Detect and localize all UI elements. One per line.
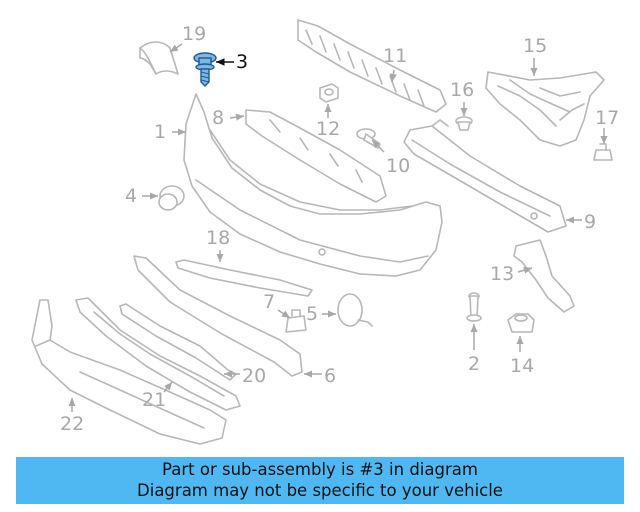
label-2: 2 (468, 353, 480, 375)
label-7: 7 (263, 291, 275, 313)
label-21: 21 (142, 389, 166, 411)
part-15-side-bracket (485, 71, 605, 147)
part-1-bumper-cover (183, 93, 443, 277)
part-14-nut-clip (507, 313, 535, 333)
label-19: 19 (182, 23, 206, 45)
label-16: 16 (450, 79, 474, 101)
label-8: 8 (212, 107, 224, 129)
label-14: 14 (510, 355, 534, 377)
callout-labels: 19 3 11 15 16 17 8 1 12 10 4 9 18 13 7 5… (60, 23, 619, 435)
label-22: 22 (60, 413, 84, 435)
part-5-tow-cover (337, 293, 373, 327)
part-19-bracket (139, 41, 179, 75)
label-13: 13 (490, 263, 514, 285)
label-6: 6 (324, 365, 336, 387)
part-18-strip (175, 259, 313, 297)
info-banner: Part or sub-assembly is #3 in diagram Di… (16, 457, 624, 504)
part-11-upper-absorber (297, 19, 447, 113)
part-12-nut (319, 83, 339, 103)
label-1: 1 (154, 121, 166, 143)
part-13-side-bracket (513, 239, 575, 313)
part-2-push-pin (466, 292, 482, 322)
part-21-lower-grille (75, 297, 241, 411)
label-5: 5 (306, 303, 318, 325)
part-7-clip (285, 309, 307, 333)
label-3: 3 (236, 51, 248, 73)
label-15: 15 (523, 35, 547, 57)
part-4-grommet (158, 185, 185, 211)
label-4: 4 (125, 185, 137, 207)
leader-lines (68, 43, 608, 412)
part-9-reinforcement-beam (403, 119, 567, 233)
label-9: 9 (584, 211, 596, 233)
parts-diagram: 19 3 11 15 16 17 8 1 12 10 4 9 18 13 7 5… (31, 19, 619, 445)
part-22-lower-spoiler (31, 299, 227, 445)
banner-line-disclaimer: Diagram may not be specific to your vehi… (137, 481, 503, 500)
label-18: 18 (206, 227, 230, 249)
part-8-center-bracket (245, 109, 387, 203)
part-17-clip (593, 143, 613, 161)
label-20: 20 (242, 365, 266, 387)
label-17: 17 (595, 107, 619, 129)
part-3-bolt-highlighted (193, 52, 217, 87)
label-11: 11 (383, 45, 407, 67)
label-12: 12 (316, 118, 340, 140)
banner-line-part-number: Part or sub-assembly is #3 in diagram (162, 460, 478, 479)
label-10: 10 (386, 155, 410, 177)
part-16-screw (455, 116, 473, 131)
part-6-lower-strip (133, 255, 303, 377)
